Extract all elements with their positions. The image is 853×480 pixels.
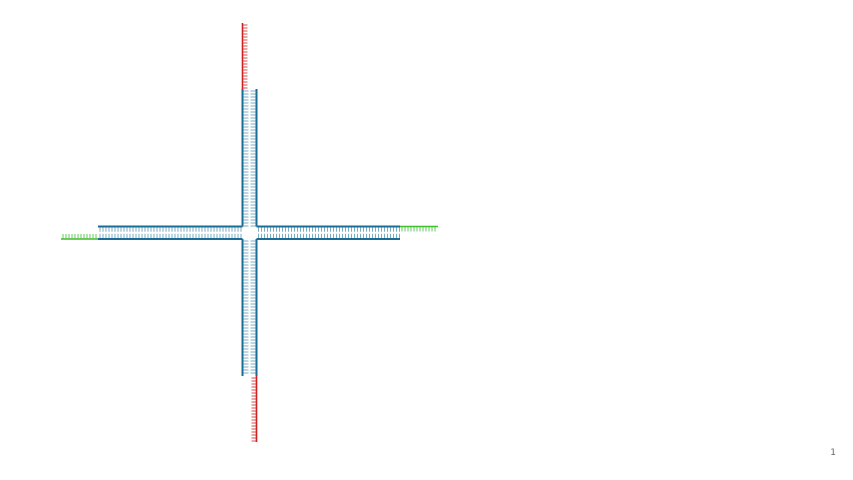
page-number: 1 [830, 448, 836, 458]
right-arm [256, 225, 400, 240]
duplex-arms [98, 89, 400, 376]
right-arm-base-pairs [258, 227, 400, 238]
top-arm [241, 89, 258, 227]
bottom-arm-base-pairs [243, 240, 256, 374]
single-strand-overhangs [61, 23, 438, 442]
top-arm-base-pairs [243, 90, 256, 227]
left-arm-base-pairs [99, 227, 242, 238]
bottom-arm [241, 239, 258, 376]
top-overhang [241, 23, 248, 89]
left-overhang [61, 234, 98, 240]
bottom-overhang [251, 376, 258, 442]
left-arm [98, 225, 243, 240]
right-overhang [400, 225, 438, 232]
